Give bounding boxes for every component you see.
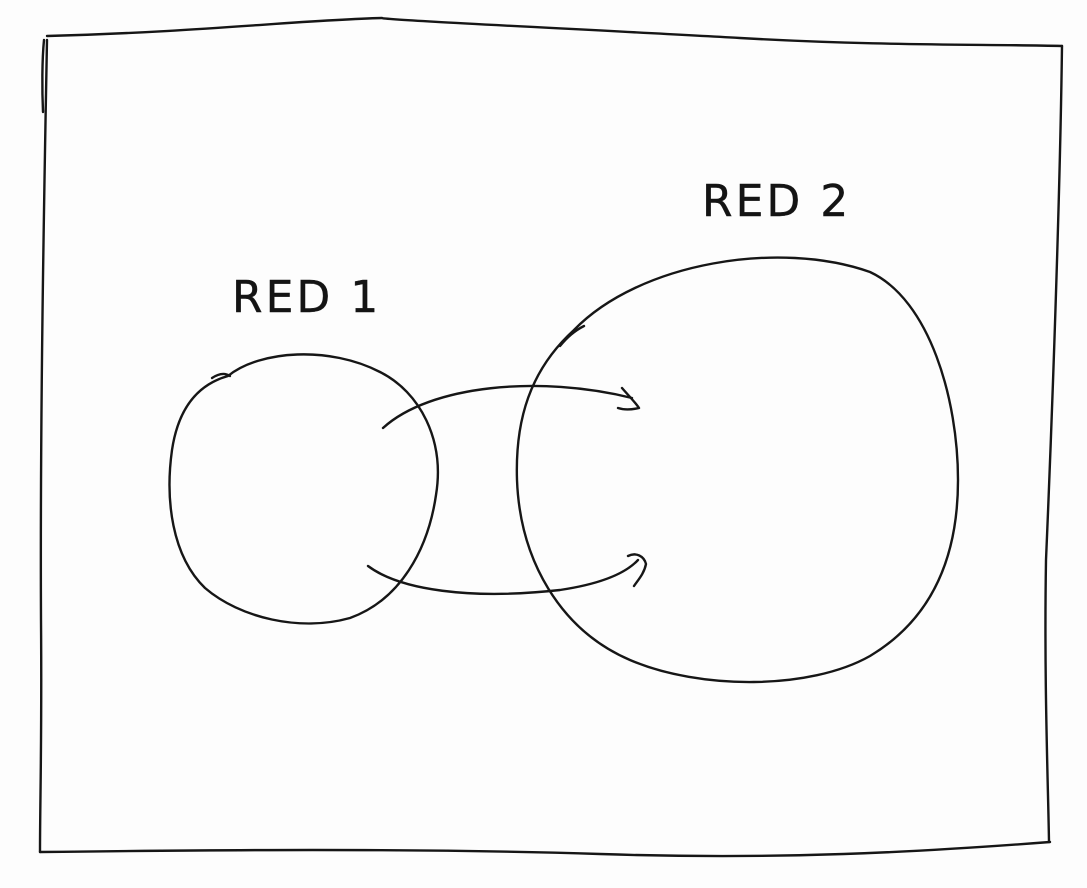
node-red1-circle [168,353,440,625]
node-red1-label: RED 1 [232,272,381,323]
arrowhead-icon [626,553,648,588]
edge-red1-to-red2-lower [366,553,648,596]
arrowhead-icon [616,386,641,411]
node-red1: RED 1 [168,272,440,625]
node-red2-circle [515,256,960,684]
node-red2: RED 2 [515,176,960,684]
diagram-frame [38,16,1064,858]
edge-red1-to-red2-upper [381,384,641,430]
node-red2-label: RED 2 [702,176,851,227]
